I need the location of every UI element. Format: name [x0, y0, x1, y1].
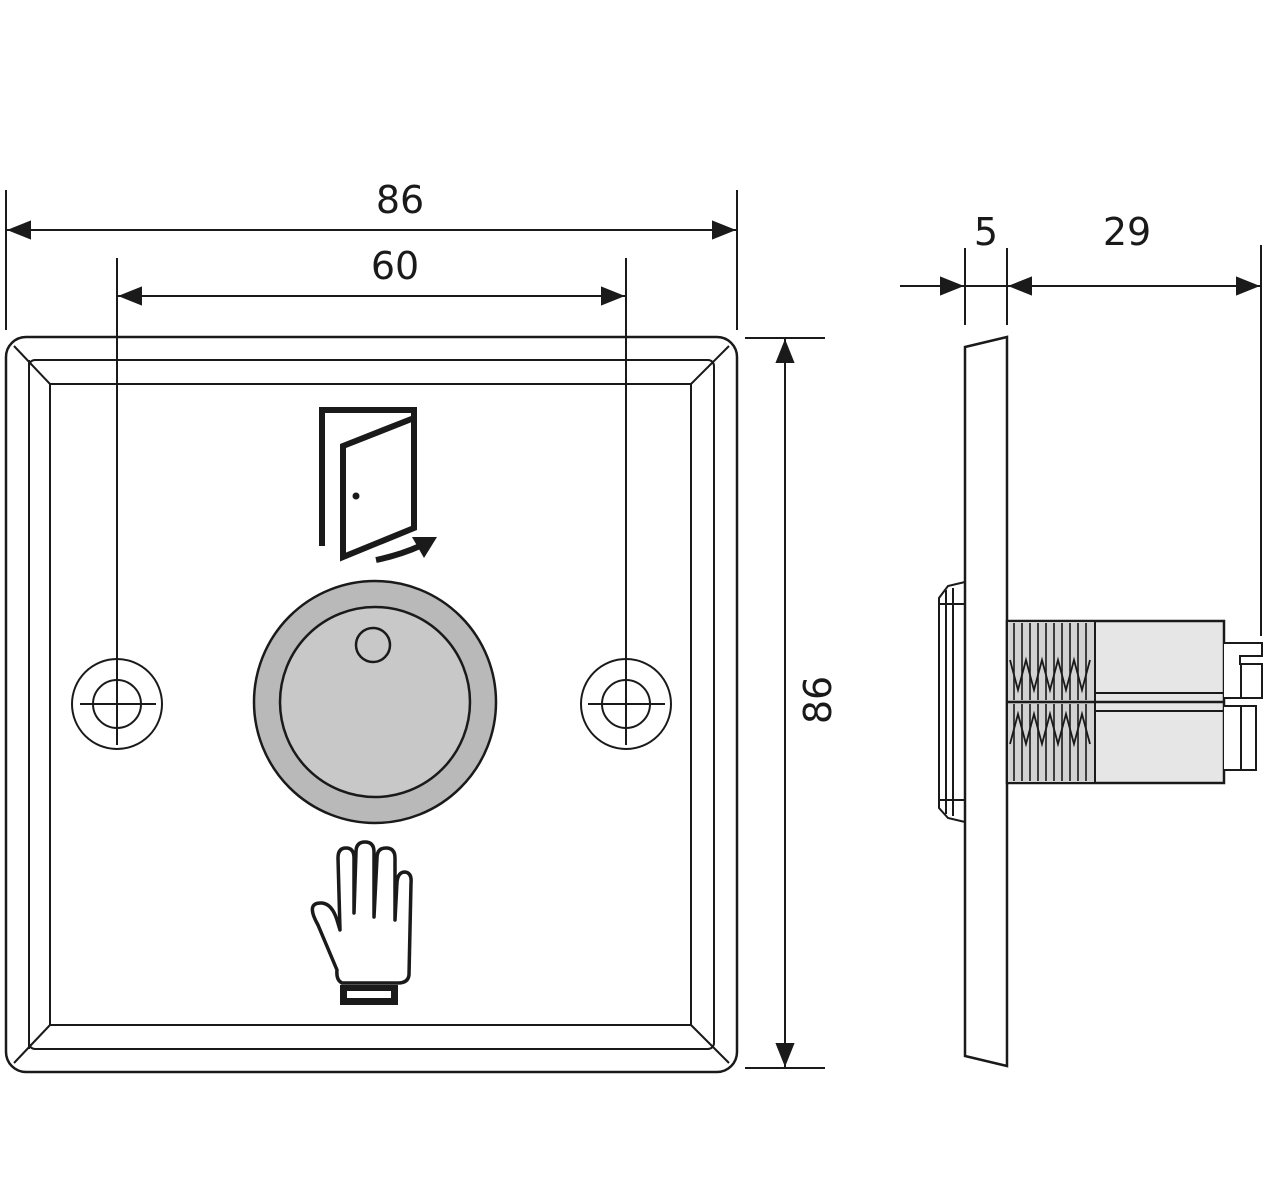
- plate-corner-bevels: [13, 345, 730, 1064]
- label-overall-width: 86: [376, 178, 424, 222]
- dimension-plate-thickness: 5: [900, 210, 1008, 325]
- side-plate: [963, 335, 1009, 1068]
- dimension-overall-height: 86: [745, 337, 840, 1069]
- mounting-hole-right: [580, 258, 672, 750]
- side-terminal-lugs: [1224, 642, 1263, 771]
- label-body-depth: 29: [1103, 210, 1151, 254]
- plate-face: [49, 383, 692, 1026]
- dimension-overall-width: 86: [5, 178, 738, 330]
- label-overall-height: 86: [796, 676, 840, 724]
- mounting-hole-left: [71, 258, 163, 750]
- side-button-cap: [938, 581, 966, 823]
- exit-door-icon: [319, 407, 437, 563]
- dimension-body-depth: 29: [1008, 210, 1262, 636]
- hand-press-icon: [310, 840, 413, 1005]
- side-threaded-body: [1005, 619, 1226, 785]
- plate-outline: [4, 335, 739, 1074]
- dimension-hole-spacing: 60: [118, 244, 625, 306]
- label-hole-spacing: 60: [371, 244, 419, 288]
- label-plate-thickness: 5: [974, 210, 998, 254]
- push-button: [252, 579, 498, 825]
- front-view: 86 60 86: [4, 178, 840, 1074]
- side-view: 5 29: [900, 210, 1263, 1068]
